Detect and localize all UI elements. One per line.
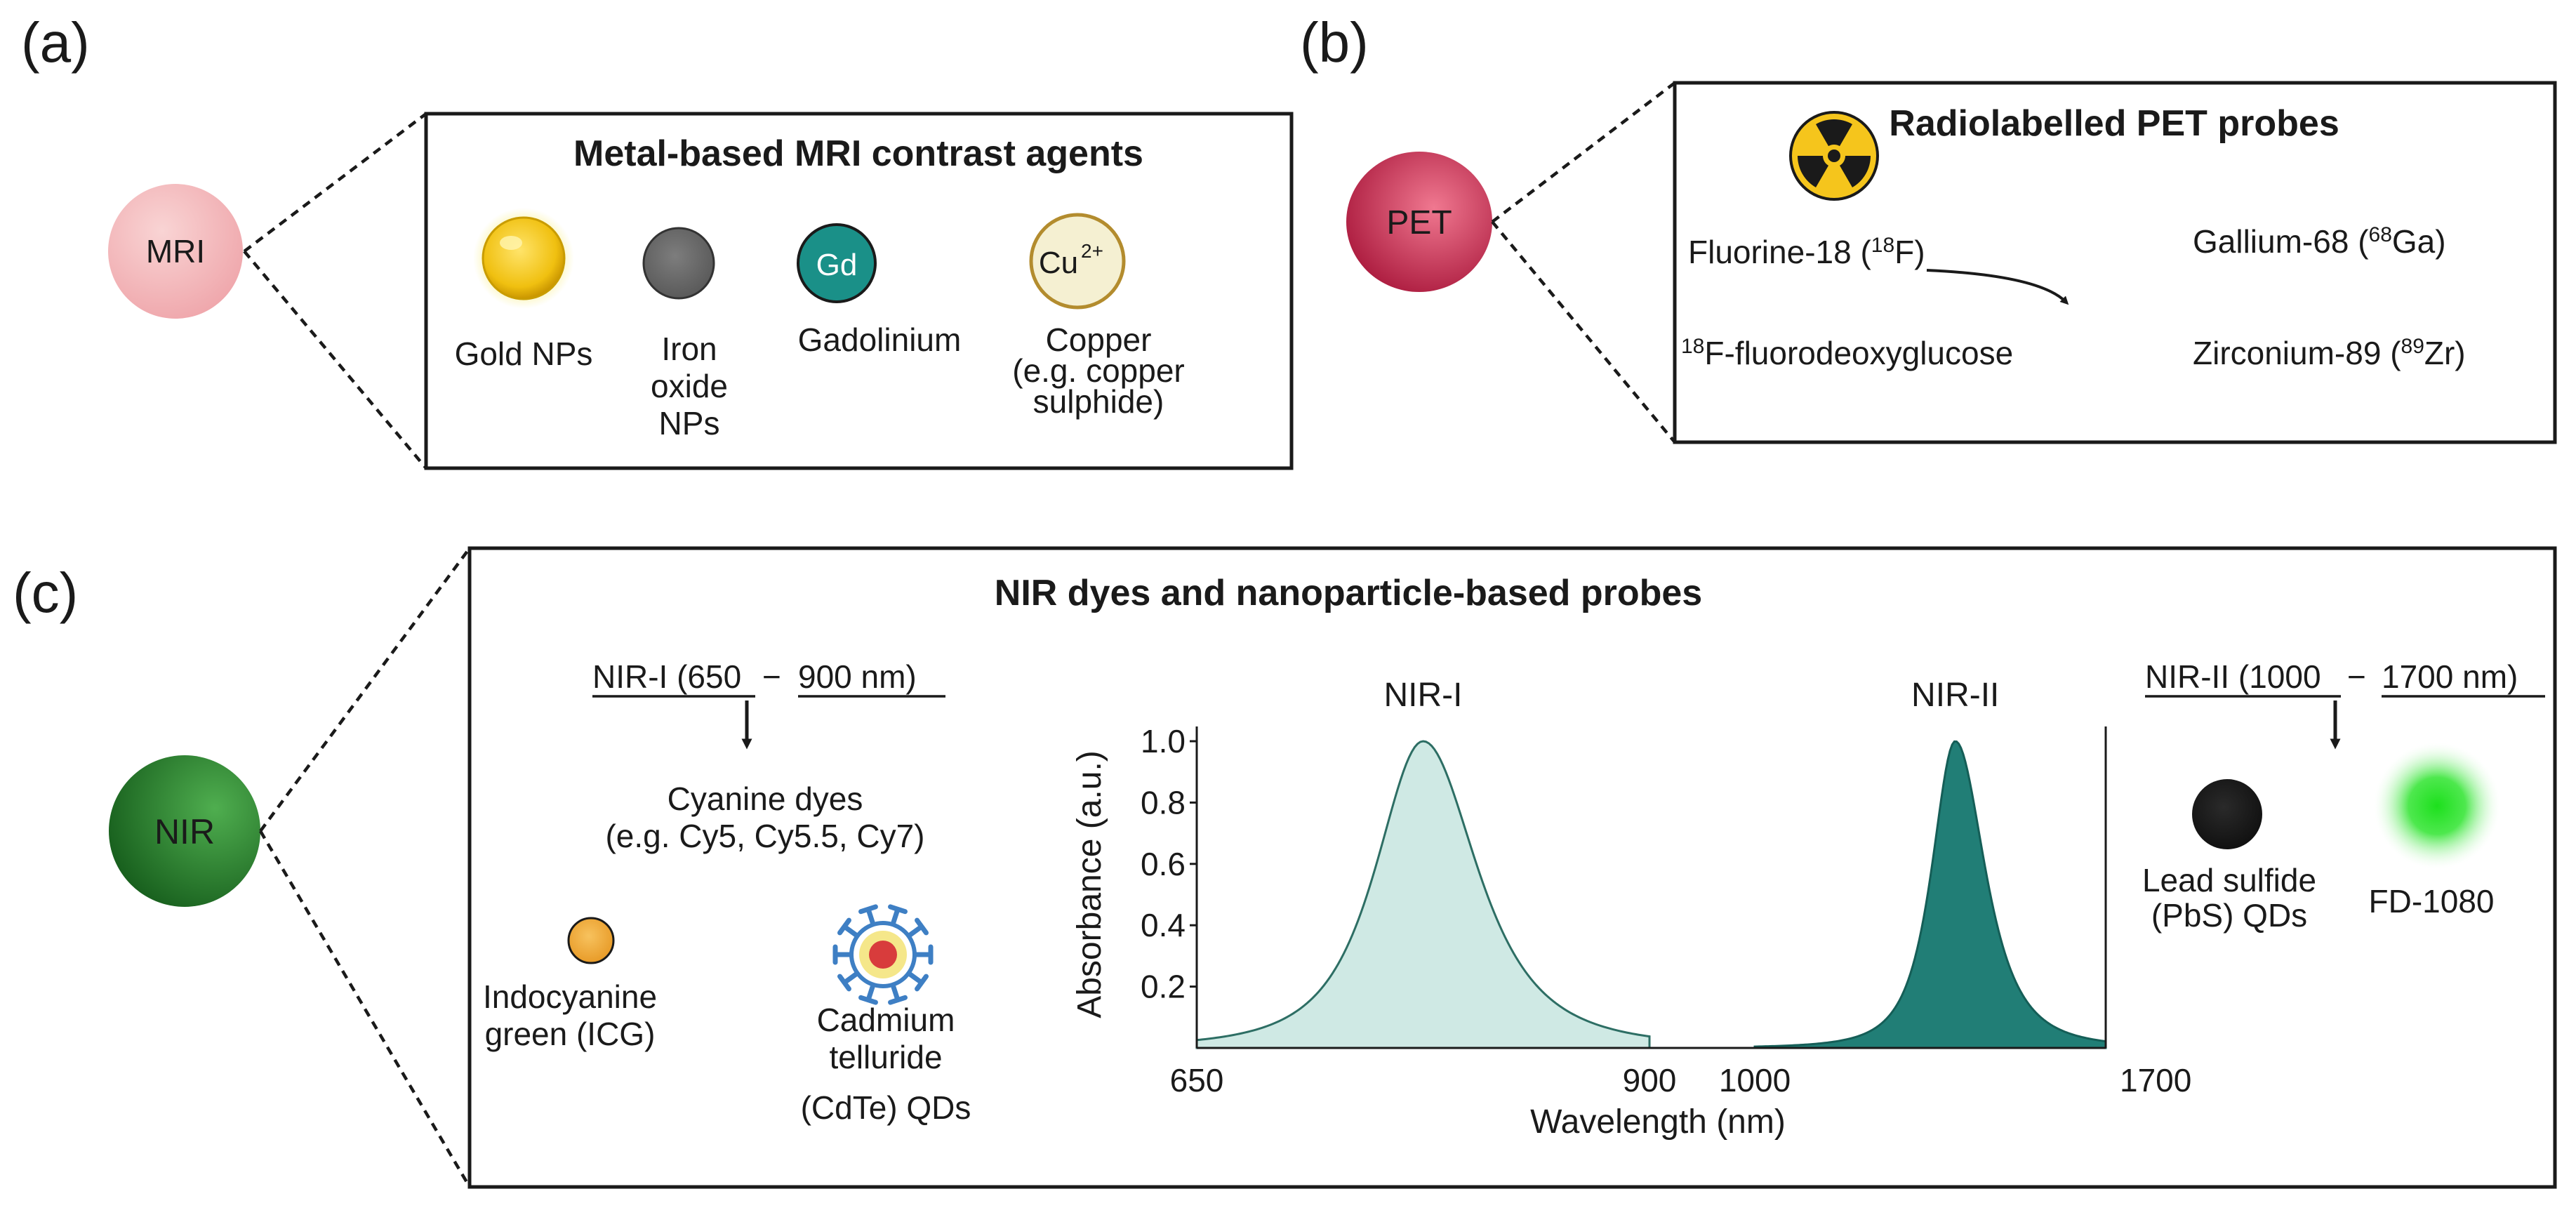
connector-line: [1491, 81, 1676, 223]
connector-line: [259, 547, 471, 832]
copper-ion-icon: Cu 2+: [1029, 213, 1126, 310]
nir-node-label: NIR: [154, 812, 215, 851]
fdg-label: 18F-fluorodeoxyglucose: [1681, 335, 2013, 371]
icg-label-line: green (ICG): [485, 1016, 656, 1052]
copper-symbol: Cu: [1039, 246, 1078, 280]
ligand: [906, 971, 924, 985]
gadolinium-icon: Gd: [797, 223, 877, 303]
nir-i-range-dash: −: [762, 658, 781, 695]
nir-box-title: NIR dyes and nanoparticle-based probes: [995, 573, 1702, 613]
copper-label-line: sulphide): [1033, 383, 1164, 420]
ligand-end: [888, 995, 908, 1005]
y-axis-label: Absorbance (a.u.): [1071, 750, 1108, 1018]
fluorine-18-label: Fluorine-18 (18F): [1688, 234, 1925, 270]
nir-box: [467, 546, 2557, 1189]
ligand-end: [837, 917, 851, 936]
trefoil-blade: [1798, 156, 1828, 188]
trefoil-blade: [1840, 156, 1871, 188]
ligand-end: [888, 904, 908, 915]
y-tick-label: 1.0: [1141, 723, 1186, 759]
copper-label-line: (e.g. copper: [1012, 352, 1184, 389]
fd-1080-label: FD-1080: [2369, 883, 2495, 919]
mri-box-title: Metal-based MRI contrast agents: [573, 133, 1143, 174]
cyanine-label-line: (e.g. Cy5, Cy5.5, Cy7): [605, 818, 924, 854]
panel-b-label: (b): [1300, 11, 1369, 74]
gold-label: Gold NPs: [455, 336, 593, 372]
cdte-quantum-dot-icon: [832, 904, 934, 1005]
x-tick-label: 650: [1170, 1062, 1224, 1098]
absorbance-chart: 1.0 0.8 0.6 0.4 0.2 650 900 1000 1700 NIR-I NIR…: [1071, 677, 2191, 1141]
ligand: [842, 971, 860, 985]
panel-b: (b) PET Radiolabelled PET probes Fluorin…: [1300, 11, 2557, 444]
conversion-arrow: [1926, 269, 2069, 305]
y-tick-label: 0.8: [1141, 784, 1186, 821]
cdte-label-line: Cadmium: [817, 1002, 955, 1038]
icg-icon: [567, 917, 615, 964]
x-axis-label: Wavelength (nm): [1530, 1103, 1786, 1141]
copper-charge: 2+: [1081, 240, 1103, 262]
icg-label-line: Indocyanine: [483, 978, 657, 1015]
nir-i-range-end: 900 nm): [798, 658, 917, 695]
connector-line: [243, 112, 427, 253]
connector-line: [259, 830, 471, 1188]
ligand-end: [858, 995, 878, 1005]
y-tick-label: 0.2: [1141, 969, 1186, 1005]
pbs-label-line: Lead sulfide: [2142, 862, 2316, 898]
gallium-68-label: Gallium-68 (68Ga): [2193, 223, 2446, 260]
mri-node-label: MRI: [146, 233, 205, 270]
zirconium-89-label: Zirconium-89 (89Zr): [2193, 335, 2466, 371]
iron-label-line: oxide: [651, 368, 728, 404]
nir-ii-range-dash: −: [2347, 658, 2366, 695]
ligand: [842, 924, 860, 938]
y-tick-label: 0.6: [1141, 846, 1186, 882]
iron-oxide-nanoparticle-icon: [642, 227, 715, 300]
nir-ii-range: NIR-II (1000 − 1700 nm): [2145, 658, 2545, 750]
cdte-label-line: telluride: [829, 1039, 942, 1075]
copper-label-line: Copper: [1046, 321, 1152, 358]
nir-ii-range-end: 1700 nm): [2382, 658, 2518, 695]
nir-ii-range-start: NIR-II (1000: [2145, 658, 2321, 695]
nir-i-range: NIR-I (650 − 900 nm): [592, 658, 945, 750]
gold-nanoparticle-icon: [473, 208, 574, 309]
cyanine-label-line: Cyanine dyes: [668, 781, 863, 817]
x-tick-label: 900: [1623, 1062, 1677, 1098]
pbs-quantum-dot-icon: [2192, 779, 2262, 849]
gadolinium-symbol: Gd: [816, 248, 858, 282]
panel-a-label: (a): [21, 11, 90, 74]
nir-ii-absorbance-area: [1753, 740, 2107, 1049]
pet-box-title: Radiolabelled PET probes: [1889, 103, 2339, 144]
nir-node: NIR: [109, 755, 260, 907]
connector-line: [1491, 220, 1676, 444]
ligand-end: [915, 917, 929, 936]
iron-label-line: NPs: [659, 405, 720, 441]
pet-node-label: PET: [1386, 204, 1452, 241]
ligand: [906, 924, 924, 938]
ligand-end: [858, 904, 878, 915]
series-label-nir-ii: NIR-II: [1911, 677, 1999, 714]
fd-1080-glow-icon: [2374, 743, 2500, 869]
panel-c: (c) NIR NIR dyes and nanoparticle-based …: [13, 546, 2557, 1189]
connector-line: [243, 250, 427, 470]
nir-i-absorbance-area: [1195, 740, 1651, 1049]
trefoil-blade: [1816, 119, 1852, 147]
radiation-icon: [1789, 111, 1879, 201]
ligand-end: [915, 974, 929, 992]
x-tick-label: 1700: [2120, 1062, 2191, 1098]
ligand-end: [837, 974, 851, 992]
cdte-label-line: (CdTe) QDs: [801, 1089, 971, 1126]
x-tick-label: 1000: [1719, 1062, 1791, 1098]
y-tick-label: 0.4: [1141, 907, 1186, 943]
mri-node: MRI: [108, 184, 243, 319]
pet-node: PET: [1346, 152, 1492, 292]
gadolinium-label: Gadolinium: [798, 321, 962, 358]
series-label-nir-i: NIR-I: [1384, 677, 1463, 714]
nir-i-range-start: NIR-I (650: [592, 658, 741, 695]
iron-label-line: Iron: [661, 331, 717, 367]
panel-c-label: (c): [13, 562, 78, 624]
panel-a: (a) MRI Metal-based MRI contrast agents …: [21, 11, 1294, 470]
pbs-label-line: (PbS) QDs: [2151, 897, 2307, 934]
